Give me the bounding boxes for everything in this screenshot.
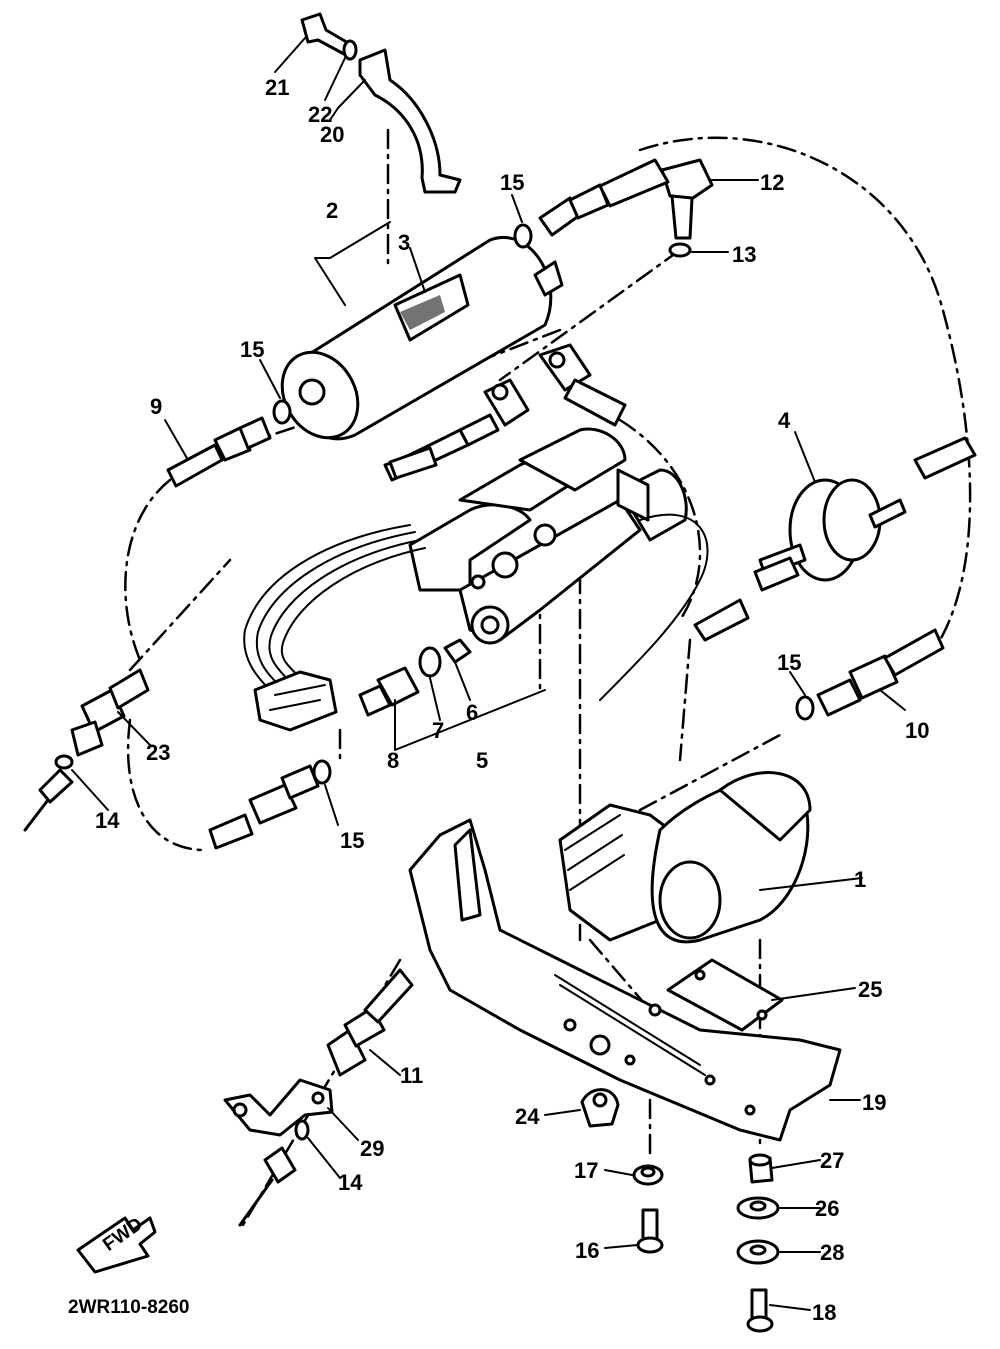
callout-13: 13 [732, 242, 756, 267]
hose-fitting-part-10 [816, 628, 945, 717]
o-ring-part-14-left [54, 754, 74, 770]
o-ring-part-15-left [272, 399, 292, 425]
bracket-part-19 [408, 818, 842, 1142]
hose-segments [208, 436, 977, 850]
hose-fitting-part-23 [70, 668, 150, 757]
callout-14-left: 14 [95, 808, 120, 833]
bolt-part-18 [746, 1288, 774, 1333]
callout-5: 5 [476, 748, 488, 773]
hose-fitting-lower-left [248, 764, 320, 825]
o-ring-part-15-right [795, 695, 815, 721]
hose-fitting-top [538, 158, 670, 237]
wiring-harness [243, 513, 709, 732]
fwd-arrow-icon: FWD [76, 1214, 157, 1274]
bleeder-part-8 [358, 666, 420, 717]
callout-25: 25 [858, 977, 882, 1002]
callout-24: 24 [515, 1104, 540, 1129]
callout-14-bottom: 14 [338, 1170, 363, 1195]
callout-2: 2 [326, 198, 338, 223]
damper-part-28 [736, 1239, 780, 1265]
callout-27: 27 [820, 1148, 844, 1173]
callout-22: 22 [308, 102, 332, 127]
o-ring-part-14-bottom [294, 1119, 310, 1141]
callout-1: 1 [854, 867, 866, 892]
callout-labels: 1 2 3 4 5 6 7 8 9 10 11 12 13 14 14 15 1… [95, 75, 929, 1325]
callout-7: 7 [432, 718, 444, 743]
callout-28: 28 [820, 1240, 844, 1265]
spring-part-7 [418, 646, 442, 678]
callout-18: 18 [812, 1300, 836, 1325]
callout-26: 26 [815, 1196, 839, 1221]
plate-part-25 [666, 958, 784, 1032]
callout-4: 4 [778, 408, 791, 433]
diagram-code: 2WR110-8260 [68, 1297, 189, 1318]
callout-6: 6 [466, 700, 478, 725]
callout-8: 8 [387, 748, 399, 773]
callout-12: 12 [760, 170, 784, 195]
o-ring-part-15-top [513, 223, 533, 249]
callout-29: 29 [360, 1136, 384, 1161]
bracket-part-29 [223, 1078, 334, 1137]
leader-lines [71, 37, 906, 1311]
damper-part-4 [758, 478, 907, 582]
callout-15-right: 15 [777, 650, 801, 675]
brake-line-bottom [238, 1146, 297, 1227]
washer-part-22 [342, 39, 358, 61]
banjo-fitting-right [538, 343, 627, 427]
callout-15-bottom: 15 [340, 828, 364, 853]
o-ring-part-13 [668, 242, 692, 258]
hose-fitting-part-9 [166, 416, 272, 488]
callout-16: 16 [575, 1238, 599, 1263]
callout-23: 23 [146, 740, 170, 765]
callout-20: 20 [320, 122, 344, 147]
callout-21: 21 [265, 75, 289, 100]
grommet-part-24 [580, 1088, 620, 1128]
collar-part-17 [632, 1164, 664, 1186]
label-part-3 [393, 273, 470, 342]
union-bolt-part-12 [660, 158, 714, 240]
canister-part-2 [280, 236, 564, 441]
washer-part-26 [736, 1196, 780, 1220]
bolt-part-16 [636, 1208, 664, 1254]
callout-19: 19 [862, 1090, 886, 1115]
callout-10: 10 [905, 718, 929, 743]
callout-15-left: 15 [240, 337, 264, 362]
collar-part-27 [748, 1153, 774, 1184]
hose-fitting-part-11 [326, 968, 414, 1077]
hydraulic-unit-part-1 [558, 771, 812, 944]
callout-15-top: 15 [500, 170, 524, 195]
brake-line-left [23, 768, 74, 832]
valve-part-6 [443, 638, 472, 664]
callout-3: 3 [398, 230, 410, 255]
callout-17: 17 [574, 1158, 598, 1183]
callout-9: 9 [150, 394, 162, 419]
bracket-part-20 [358, 48, 462, 194]
callout-11: 11 [400, 1063, 423, 1088]
valve-block-assembly [408, 427, 688, 645]
